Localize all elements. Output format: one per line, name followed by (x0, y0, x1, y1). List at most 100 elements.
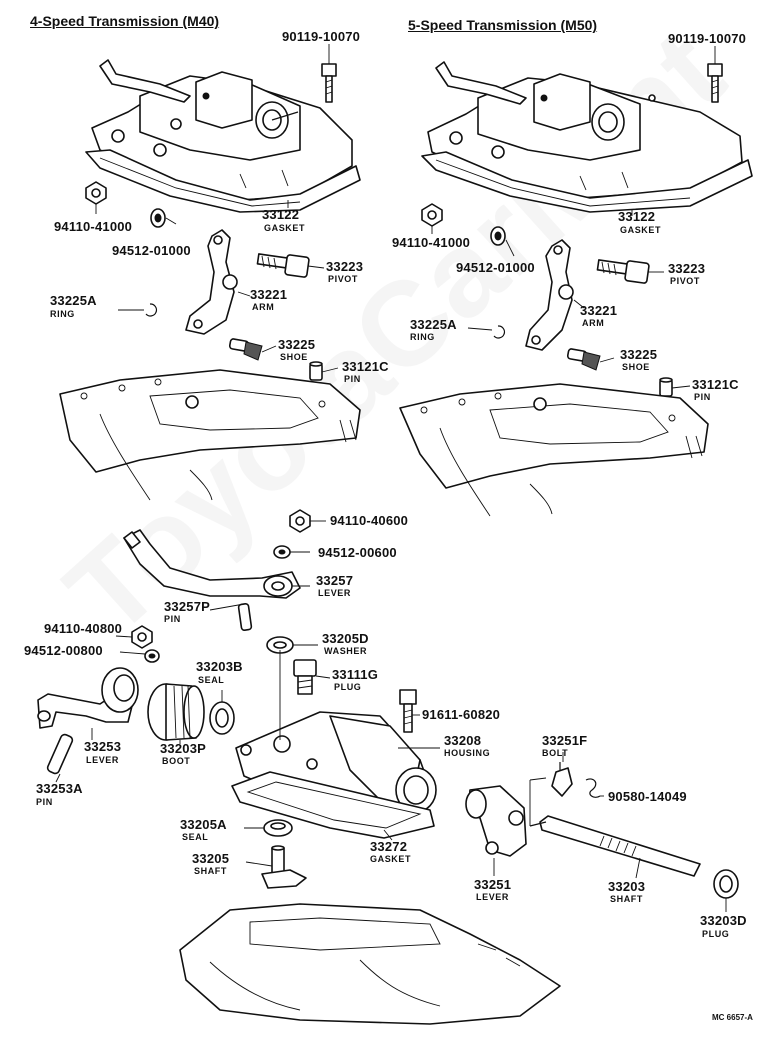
part-name: PIN (694, 392, 711, 402)
part-name: PIN (344, 374, 361, 384)
washer-94512-00800 (144, 649, 160, 663)
pin-33257P (237, 603, 253, 631)
part-name: ARM (252, 302, 275, 312)
part-number: 94110-41000 (392, 235, 471, 250)
part-number: 33225 (278, 337, 316, 352)
part-number: 33121C (692, 377, 739, 392)
part-number: 33251F (542, 733, 588, 748)
part-name: SHAFT (194, 866, 227, 876)
clip-90580-14049 (585, 778, 601, 798)
ring-33225A-left (145, 303, 158, 317)
part-number: 33253 (84, 739, 122, 754)
pin-33121C-left (309, 361, 323, 381)
part-number: 94110-41000 (54, 219, 133, 234)
part-name: ARM (582, 318, 605, 328)
nut-94110-41000-right (421, 203, 443, 227)
shoe-33225-left (228, 338, 263, 361)
part-name: LEVER (318, 588, 352, 598)
lever-33257 (123, 529, 301, 599)
boot-33203P (147, 683, 205, 741)
part-name: SEAL (182, 832, 209, 842)
part-name: SHAFT (610, 894, 643, 904)
part-name: GASKET (370, 854, 412, 864)
part-name: GASKET (264, 223, 306, 233)
part-number: 33203D (700, 913, 747, 928)
part-name: PIVOT (328, 274, 359, 284)
plug-33111G (293, 659, 317, 695)
part-number: 33221 (580, 303, 618, 318)
title-4-speed: 4-Speed Transmission (M40) (30, 13, 220, 29)
part-number: 33251 (474, 877, 512, 892)
nut-94110-41000-left (85, 181, 107, 205)
part-number: 33225 (620, 347, 658, 362)
bolt-90119-right (707, 63, 723, 103)
arm-33221-left (185, 229, 238, 335)
part-number: 94512-01000 (456, 260, 535, 275)
part-name: RING (410, 332, 435, 342)
part-number: 94110-40800 (44, 621, 123, 636)
part-number: 33122 (262, 207, 300, 222)
part-number: 33221 (250, 287, 288, 302)
part-name: BOOT (162, 756, 191, 766)
bolt-33251F (551, 762, 573, 797)
part-number: 33208 (444, 733, 482, 748)
left-cover-assembly (85, 59, 361, 213)
part-number: 33122 (618, 209, 656, 224)
part-number: 94512-00800 (24, 643, 103, 658)
lever-33253 (37, 667, 139, 729)
part-number: 33121C (342, 359, 389, 374)
part-name: BOLT (542, 748, 569, 758)
bottom-case-top (179, 903, 561, 1025)
part-name: PIVOT (670, 276, 701, 286)
part-number: 33203P (160, 741, 207, 756)
part-number: 33203B (196, 659, 243, 674)
part-name: GASKET (620, 225, 662, 235)
washer-33205D (266, 636, 294, 654)
shaft-33205 (261, 845, 307, 889)
part-number: 94512-00600 (318, 545, 397, 560)
part-number: 33272 (370, 839, 408, 854)
plug-33203D (713, 869, 739, 899)
part-number: 94110-40600 (330, 513, 409, 528)
part-number: 90580-14049 (608, 789, 687, 804)
bolt-91611-60820 (399, 689, 417, 733)
part-name: SHOE (280, 352, 308, 362)
figure-code: MC 6657-A (712, 1013, 753, 1022)
part-number: 90119-10070 (668, 31, 747, 46)
part-number: 33205A (180, 817, 227, 832)
right-cover-assembly (421, 61, 753, 213)
part-number: 91611-60820 (422, 707, 501, 722)
lever-33251 (465, 785, 527, 857)
left-case-top (59, 369, 361, 501)
part-name: WASHER (324, 646, 368, 656)
shaft-33203 (529, 815, 701, 877)
washer-94512-01000-right (490, 226, 506, 246)
leader-lines (55, 44, 727, 912)
shoe-33225-right (566, 348, 601, 371)
part-name: LEVER (476, 892, 510, 902)
part-name: PIN (36, 797, 53, 807)
nut-94110-40800 (131, 625, 153, 649)
pivot-33223-left (256, 253, 310, 278)
part-name: PLUG (702, 929, 730, 939)
arm-33221-right (525, 239, 574, 351)
part-number: 94512-01000 (112, 243, 191, 258)
part-number: 33111G (332, 667, 379, 682)
part-name: SEAL (198, 675, 225, 685)
part-number: 33225A (50, 293, 97, 308)
seal-33205A (263, 819, 293, 837)
part-number: 33225A (410, 317, 457, 332)
part-number: 33205D (322, 631, 369, 646)
right-case-top (399, 383, 709, 517)
seal-33203B (209, 701, 235, 735)
part-number: 33223 (668, 261, 706, 276)
part-name: PIN (164, 614, 181, 624)
part-number: 33223 (326, 259, 364, 274)
part-number: 33257P (164, 599, 211, 614)
washer-94512-00600 (273, 545, 291, 559)
part-number: 33253A (36, 781, 83, 796)
pin-33253A (46, 733, 74, 775)
gasket-33272 (231, 771, 435, 839)
part-name: LEVER (86, 755, 120, 765)
